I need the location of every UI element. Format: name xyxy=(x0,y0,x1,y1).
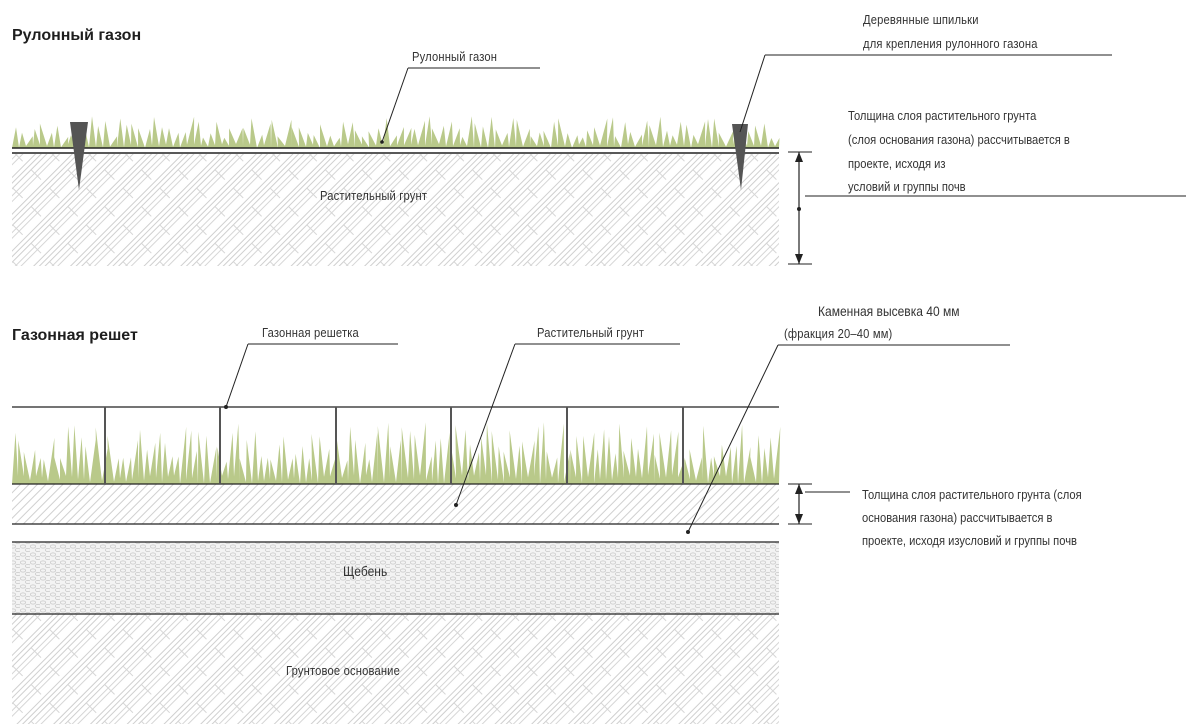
leader-stone-dot xyxy=(686,530,690,534)
thickness-note-line4: условий и группы почв xyxy=(848,179,966,194)
wooden-pin-left xyxy=(70,122,88,190)
dim2-arrow-top xyxy=(795,484,803,494)
stone-chip-label-line2: (фракция 20–40 мм) xyxy=(784,326,893,341)
topsoil-label: Растительный грунт xyxy=(320,188,428,203)
grid-cell-walls xyxy=(104,407,684,484)
gravel-layer xyxy=(12,542,779,614)
pins-label-line2: для крепления рулонного газона xyxy=(863,36,1038,51)
roll-lawn-title: Рулонный газон xyxy=(12,27,142,44)
topsoil-layer-2 xyxy=(12,484,779,524)
turf-label: Рулонный газон xyxy=(412,49,498,64)
wooden-pin-right xyxy=(732,124,748,190)
thickness-note-line2: (слоя основания газона) рассчитывается в xyxy=(848,132,1070,147)
leader-grid-dot xyxy=(224,405,228,409)
leader-grid-diag xyxy=(225,343,249,408)
base-soil-label: Грунтовое основание xyxy=(286,663,400,678)
leader-soil-diag xyxy=(455,343,516,506)
dim-arrow-top xyxy=(795,152,803,162)
pins-label-line1: Деревянные шпильки xyxy=(863,12,979,27)
leader-turf-diag xyxy=(381,67,409,143)
stone-chip-layer xyxy=(12,524,779,542)
turf-grass xyxy=(12,116,780,148)
lawn-grid-section xyxy=(12,343,1010,724)
gravel-label: Щебень xyxy=(343,563,388,579)
leader-stone-diag xyxy=(687,344,779,533)
thickness-note2-line3: проекте, исходя изусловий и группы почв xyxy=(862,533,1077,548)
leader-turf-dot xyxy=(380,140,384,144)
thickness-note-line3: проекте, исходя из xyxy=(848,156,946,171)
roll-lawn-section xyxy=(12,54,1186,266)
dim-arrow-bottom xyxy=(795,254,803,264)
thickness-note2-line2: основания газона) рассчитывается в xyxy=(862,510,1053,525)
lawn-grid-title: Газонная решет xyxy=(12,327,138,344)
topsoil-label-2: Растительный грунт xyxy=(537,325,645,340)
thickness-note2-line1: Толщина слоя растительного грунта (слоя xyxy=(862,487,1082,502)
dim-dot xyxy=(797,207,801,211)
leader-pins-diag xyxy=(739,54,766,133)
dim2-arrow-bottom xyxy=(795,514,803,524)
grid-grass xyxy=(12,422,781,484)
stone-chip-label-line1: Каменная высевка 40 мм xyxy=(818,303,960,319)
topsoil-layer xyxy=(12,154,779,266)
thickness-note-line1: Толщина слоя растительного грунта xyxy=(848,108,1037,123)
grid-label: Газонная решетка xyxy=(262,325,359,340)
base-soil-layer xyxy=(12,614,779,724)
leader-soil-dot xyxy=(454,503,458,507)
